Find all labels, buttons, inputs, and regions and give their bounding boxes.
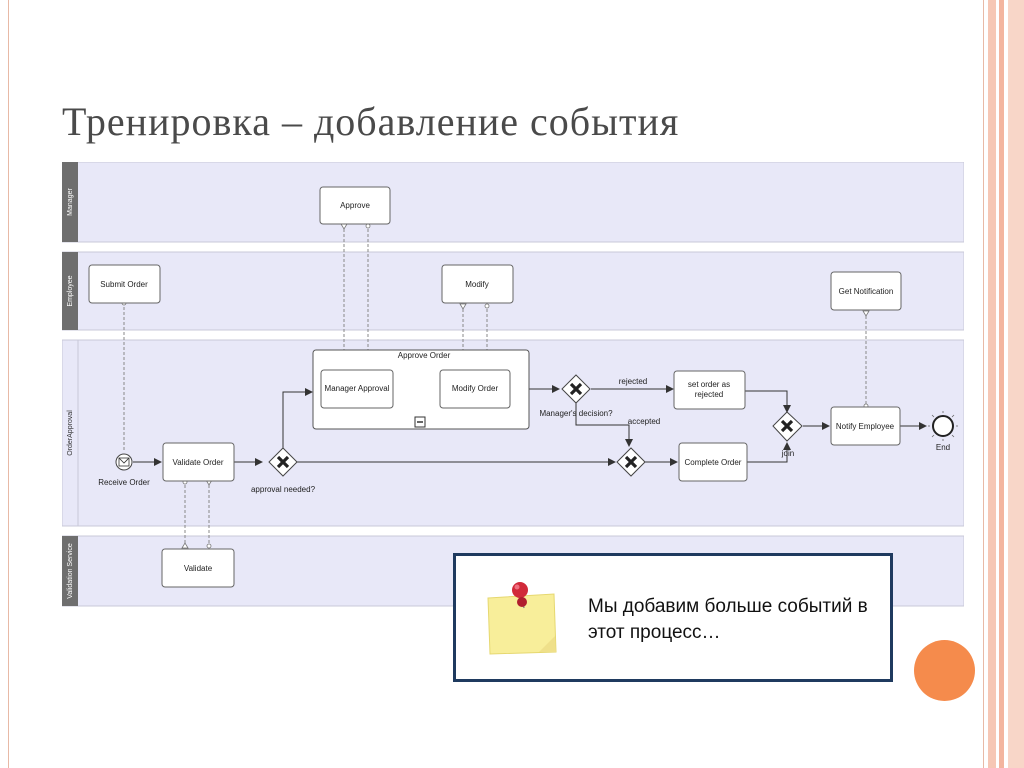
- task-validate[interactable]: Validate: [161, 548, 235, 588]
- svg-text:set order as: set order as: [688, 380, 730, 389]
- svg-text:Approve Order: Approve Order: [398, 351, 451, 360]
- gateway-join[interactable]: [772, 411, 803, 442]
- svg-text:Validate Order: Validate Order: [173, 458, 224, 467]
- slide-frame: [8, 0, 984, 768]
- label-accepted: accepted: [628, 417, 660, 426]
- note-text: Мы добавим больше событий в этот процесс…: [588, 596, 868, 643]
- bpmn-canvas: Manager Employee OrderApproval Validatio…: [61, 161, 965, 607]
- lane-label-order-approval: OrderApproval: [67, 410, 74, 456]
- svg-text:Submit Order: Submit Order: [100, 280, 148, 289]
- start-event-receive-order[interactable]: [115, 453, 133, 471]
- gateway-merge-accepted[interactable]: [616, 447, 646, 477]
- task-manager-approval[interactable]: Manager Approval: [320, 369, 394, 409]
- sticky-note-pin-icon: [487, 582, 557, 655]
- lane-label-employee: Employee: [67, 275, 74, 306]
- task-complete-order[interactable]: Complete Order: [678, 442, 748, 482]
- bpmn-diagram: Manager Employee OrderApproval Validatio…: [61, 161, 965, 613]
- svg-text:Validate: Validate: [184, 564, 213, 573]
- task-submit-order[interactable]: Submit Order: [88, 264, 161, 304]
- gateway-managers-decision[interactable]: [561, 374, 591, 404]
- label-end: End: [936, 443, 950, 452]
- svg-text:Notify Employee: Notify Employee: [836, 422, 895, 431]
- svg-text:Approve: Approve: [340, 201, 370, 210]
- note-box: Мы добавим больше событий в этот процесс…: [453, 553, 893, 682]
- label-managers-decision: Manager's decision?: [539, 409, 613, 418]
- svg-text:Complete Order: Complete Order: [685, 458, 742, 467]
- label-join: join: [781, 449, 794, 458]
- label-rejected: rejected: [619, 377, 647, 386]
- collapse-icon[interactable]: [414, 416, 426, 428]
- task-set-order-rejected[interactable]: set order as rejected: [673, 370, 746, 410]
- svg-text:Get Notification: Get Notification: [839, 287, 894, 296]
- lane-manager: Manager: [61, 161, 965, 243]
- label-approval-needed: approval needed?: [251, 485, 316, 494]
- slide-title: Тренировка – добавление события: [62, 99, 680, 144]
- decor-stripe-3: [1008, 0, 1024, 768]
- task-modify-order[interactable]: Modify Order: [439, 369, 511, 409]
- lane-label-validation-service: Validation Service: [67, 543, 74, 599]
- task-notify-employee[interactable]: Notify Employee: [830, 406, 901, 446]
- decor-orange-circle: [914, 640, 975, 701]
- decor-stripe-1: [988, 0, 996, 768]
- decor-stripe-2: [999, 0, 1004, 768]
- task-modify[interactable]: Modify: [441, 264, 514, 304]
- gateway-approval-needed[interactable]: [268, 447, 298, 477]
- svg-text:Manager Approval: Manager Approval: [325, 384, 390, 393]
- svg-text:Modify: Modify: [465, 280, 489, 289]
- label-receive-order: Receive Order: [98, 478, 150, 487]
- task-get-notification[interactable]: Get Notification: [830, 271, 902, 311]
- svg-text:Modify Order: Modify Order: [452, 384, 499, 393]
- task-validate-order[interactable]: Validate Order: [162, 442, 235, 482]
- task-approve[interactable]: Approve: [319, 186, 391, 225]
- end-event[interactable]: [928, 411, 958, 441]
- lane-label-manager: Manager: [67, 188, 74, 216]
- svg-text:rejected: rejected: [695, 390, 723, 399]
